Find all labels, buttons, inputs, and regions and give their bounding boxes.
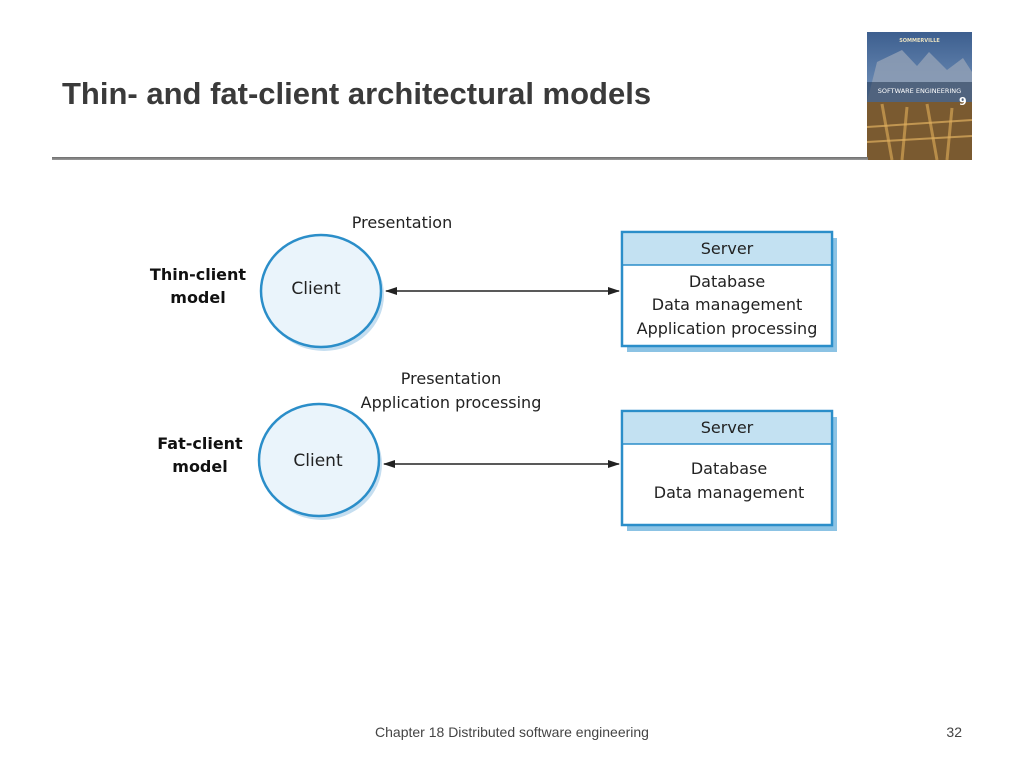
- fat-client-model-label-line2: model: [172, 457, 227, 476]
- fat-client-client-circle: [257, 402, 381, 518]
- fat-client-client-label: Client: [293, 451, 343, 471]
- slide-title: Thin- and fat-client architectural model…: [62, 76, 652, 111]
- book-cover-edition: 9: [959, 95, 967, 108]
- page-number: 32: [946, 724, 962, 740]
- fat-client-server-header: [623, 412, 831, 444]
- thin-client-server-header: [623, 233, 831, 265]
- thin-client-model-label-line2: model: [170, 288, 225, 307]
- thin-client-model-label: Thin-client: [150, 265, 247, 284]
- thin-client-presentation-label: Presentation: [352, 213, 452, 232]
- thin-client-client-label: Client: [291, 279, 341, 299]
- thin-client-client-circle: [259, 233, 383, 349]
- fat-client-model: Fat-client model Presentation Applicatio…: [157, 369, 837, 531]
- fat-client-server-function: Database: [691, 459, 767, 478]
- book-cover-artwork: [867, 32, 972, 160]
- title-divider: [52, 157, 868, 160]
- thin-client-server-title: Server: [701, 239, 754, 258]
- thin-client-server-function: Application processing: [637, 319, 818, 338]
- thin-client-server-function: Database: [689, 272, 765, 291]
- thin-client-model: Thin-client model Presentation Client Se…: [150, 213, 837, 352]
- book-cover-author: SOMMERVILLE: [899, 38, 940, 44]
- fat-client-server-function: Data management: [654, 483, 804, 502]
- fat-client-model-label: Fat-client: [157, 434, 243, 453]
- fat-client-presentation-label: Presentation: [401, 369, 501, 388]
- book-cover-image: SOMMERVILLE SOFTWARE ENGINEERING 9: [867, 32, 972, 160]
- fat-client-server-title: Server: [701, 418, 754, 437]
- thin-client-server-function: Data management: [652, 295, 802, 314]
- fat-client-application-processing-label: Application processing: [361, 393, 542, 412]
- book-cover-title: SOFTWARE ENGINEERING: [877, 87, 962, 95]
- footer-chapter-label: Chapter 18 Distributed software engineer…: [375, 724, 649, 740]
